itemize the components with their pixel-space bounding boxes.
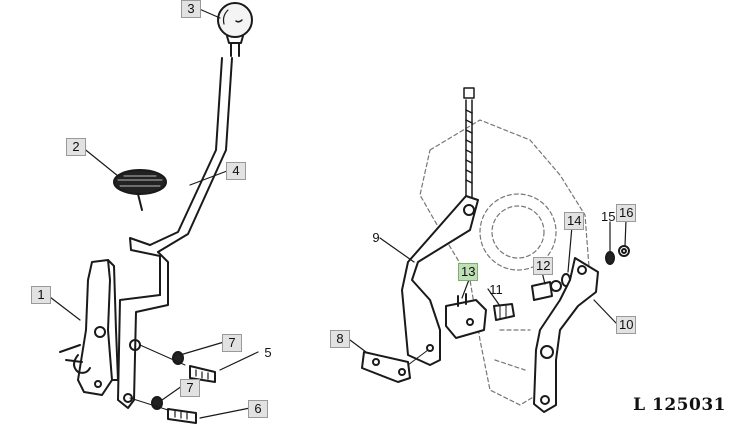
link-strap: [361, 349, 429, 383]
callout-15: 15: [601, 209, 616, 224]
callout-9: 9: [372, 230, 380, 245]
callout-3: 3: [181, 0, 201, 18]
shift-lever-rod: [117, 43, 240, 409]
switch-block: [445, 293, 487, 339]
callout-5: 5: [264, 345, 272, 360]
leader-lines-right: [349, 219, 627, 353]
shift-knob: [217, 2, 253, 44]
callout-8: 8: [330, 330, 350, 348]
callout-14: 14: [564, 212, 585, 230]
callout-2: 2: [66, 138, 86, 156]
long-bolt: [463, 87, 475, 201]
callout-7b: 7: [180, 379, 200, 397]
callout-6: 6: [248, 400, 268, 418]
lever-bracket: [59, 259, 119, 396]
drawing-number: L 125031: [633, 395, 726, 415]
callout-12: 12: [533, 257, 554, 275]
callout-4: 4: [226, 162, 246, 180]
transmission-housing: [419, 119, 591, 406]
shift-pad: [113, 169, 167, 211]
link-lever: [401, 195, 479, 366]
callout-13: 13: [458, 263, 479, 281]
callout-1: 1: [31, 286, 51, 304]
bolt-11: [493, 303, 515, 321]
callout-11: 11: [489, 282, 503, 297]
callout-16: 16: [616, 204, 637, 222]
bolt-set: [129, 344, 216, 424]
callout-10: 10: [616, 316, 637, 334]
shift-arm: [533, 257, 599, 413]
leader-lines-left: [45, 7, 259, 419]
callout-7a: 7: [222, 334, 242, 352]
